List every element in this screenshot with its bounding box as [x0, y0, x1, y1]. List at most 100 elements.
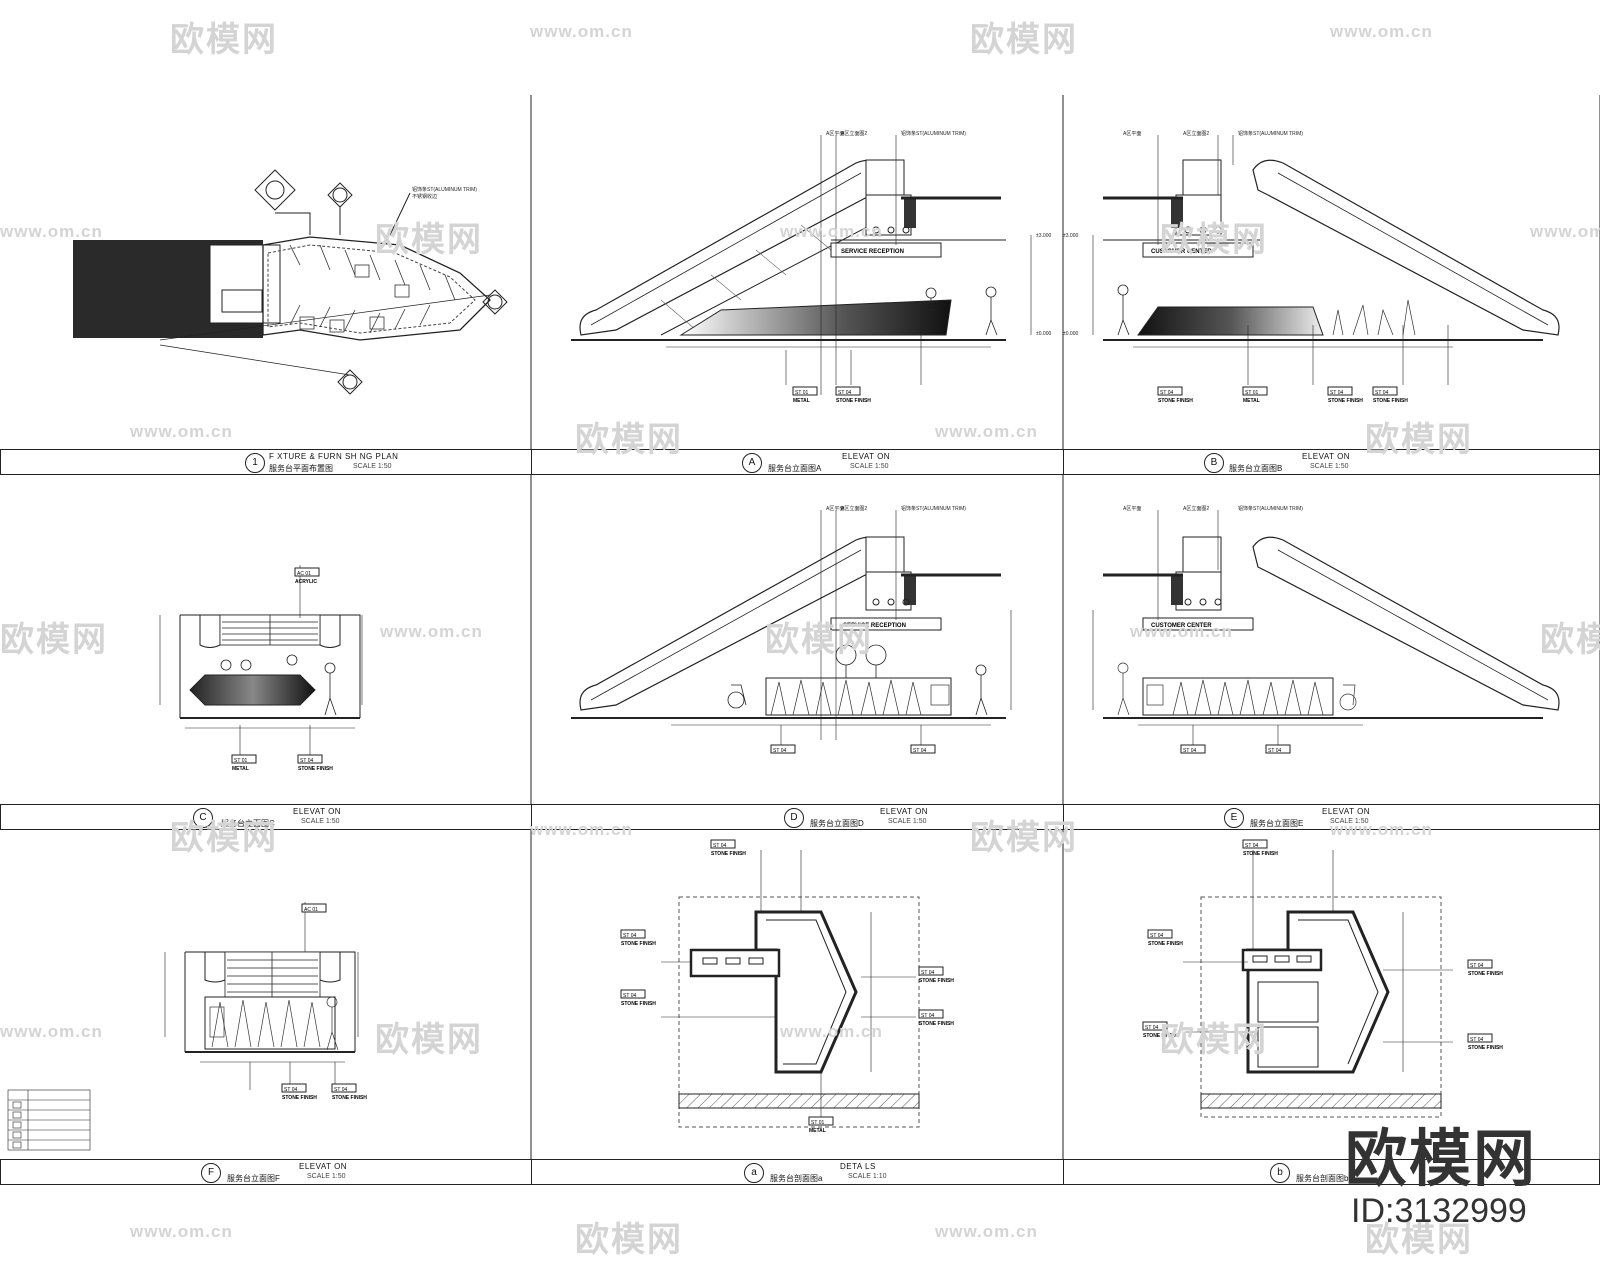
- title-bar-a: A ELEVAT ON 服务台立面图A SCALE 1:50: [531, 449, 1064, 475]
- floor-plan-drawing: 铝饰条ST(ALUMINUM TRIM) 不锈钢收边: [73, 169, 508, 395]
- drawing-mark: B: [1204, 453, 1224, 473]
- tag-name: STONE FINISH: [621, 1001, 656, 1007]
- tag-code: ST 04: [1160, 390, 1173, 396]
- tag-code: ST 04: [1268, 748, 1281, 754]
- svg-text:A区平面: A区平面: [1123, 506, 1141, 512]
- tag-stone-a: ST 04 STONE FINISH: [835, 386, 871, 404]
- tag-name: STONE FINISH: [1373, 398, 1408, 404]
- tag-stone-d2: ST 04: [910, 744, 936, 754]
- tag-name: STONE FINISH: [332, 1095, 367, 1101]
- detail-b-drawing: ST 04 STONE FINISH ST 04 STONE FINISH ST…: [1142, 839, 1503, 1118]
- legend-table: [7, 1089, 91, 1151]
- tag-name: STONE FINISH: [711, 851, 746, 857]
- tag-code: ST 04: [623, 933, 636, 939]
- tag-name: STONE FINISH: [919, 1021, 954, 1027]
- tag-name: STONE FINISH: [1328, 398, 1363, 404]
- svg-text:±0.000: ±0.000: [1063, 331, 1078, 337]
- drawing-scale: SCALE 1:50: [1330, 818, 1369, 825]
- tag-name: STONE FINISH: [919, 978, 954, 984]
- tag-name: METAL: [793, 398, 810, 404]
- elevation-e-drawing: CUSTOMER CENTER A区平面 A区立面图2 铝饰条ST(ALUMINUM…: [1092, 505, 1560, 754]
- tag-stone-da4: ST 04 STONE FINISH: [918, 966, 954, 984]
- svg-text:A区平面: A区平面: [826, 131, 844, 137]
- tag-code: ST 04: [1375, 390, 1388, 396]
- brand-name: 欧模网: [1345, 1125, 1538, 1194]
- tag-name: METAL: [1243, 398, 1260, 404]
- elevation-f-drawing: AC 01 ST 04 STONE FINISH ST 04 STONE FIN…: [7, 902, 367, 1151]
- drawing-subtitle: 服务台立面图D: [810, 819, 864, 828]
- tag-name: STONE FINISH: [836, 398, 871, 404]
- sign-reception-d: SERVICE RECEPTION: [843, 623, 906, 629]
- drawing-scale: SCALE 1:50: [307, 1173, 346, 1180]
- svg-text:A区平面: A区平面: [826, 506, 844, 512]
- drawing-title: ELEVAT ON: [880, 807, 929, 816]
- drawing-mark: E: [1224, 808, 1244, 828]
- tag-stone-f1: ST 04 STONE FINISH: [281, 1083, 317, 1101]
- svg-text:±3.000: ±3.000: [1036, 233, 1051, 239]
- tag-code: ST 04: [334, 1087, 347, 1093]
- drawing-mark: D: [784, 808, 804, 828]
- tag-code: ST 04: [838, 390, 851, 396]
- drawing-scale: SCALE 1:10: [848, 1173, 887, 1180]
- tag-code: ST 01: [811, 1120, 824, 1126]
- tag-code: ST 04: [1470, 963, 1483, 969]
- tag-name: STONE FINISH: [621, 941, 656, 947]
- tag-stone-db2: ST 04 STONE FINISH: [1147, 929, 1183, 947]
- drawing-mark: a: [744, 1163, 764, 1183]
- drawing-scale: SCALE 1:50: [1310, 463, 1349, 470]
- title-bar-plan: 1 F XTURE & FURN SH NG PLAN 服务台平面布置图 SCA…: [0, 449, 532, 475]
- tag-stone-e2: ST 04: [1265, 744, 1291, 754]
- drawing-title: F XTURE & FURN SH NG PLAN: [269, 452, 399, 461]
- tag-name: STONE FINISH: [1158, 398, 1193, 404]
- svg-text:A区立面图2: A区立面图2: [1183, 130, 1209, 137]
- drawing-subtitle: 服务台剖面图b: [1296, 1174, 1349, 1183]
- detail-a-drawing: ST 04 STONE FINISH ST 04 STONE FINISH ST…: [620, 839, 954, 1134]
- tag-acrylic-c: AC 01 ACRYLIC: [294, 567, 320, 585]
- tag-stone-b2: ST 04 STONE FINISH: [1327, 386, 1363, 404]
- svg-text:铝饰条ST(ALUMINUM TRIM): 铝饰条ST(ALUMINUM TRIM): [412, 186, 477, 193]
- svg-text:±0.000: ±0.000: [1036, 331, 1051, 337]
- drawing-title: ELEVAT ON: [293, 807, 342, 816]
- tag-name: STONE FINISH: [1468, 1045, 1503, 1051]
- tag-code: ST 04: [1470, 1037, 1483, 1043]
- svg-text:±3.000: ±3.000: [1063, 233, 1078, 239]
- svg-text:A区立面图2: A区立面图2: [841, 505, 867, 512]
- title-bar-e: E ELEVAT ON 服务台立面图E SCALE 1:50: [1063, 804, 1600, 830]
- sign-customer-e: CUSTOMER CENTER: [1151, 623, 1212, 629]
- tag-name: STONE FINISH: [1148, 941, 1183, 947]
- tag-metal-c: ST 01 METAL: [231, 754, 257, 772]
- tag-code: ST 01: [795, 390, 808, 396]
- tag-stone-da1: ST 04 STONE FINISH: [710, 839, 746, 857]
- tag-code: ST 04: [284, 1087, 297, 1093]
- tag-code: ST 04: [921, 1013, 934, 1019]
- drawing-subtitle: 服务台立面图B: [1229, 464, 1283, 473]
- drawing-subtitle: 服务台平面布置图: [269, 464, 333, 473]
- title-bar-c: C ELEVAT ON 服务台立面图C SCALE 1:50: [0, 804, 532, 830]
- tag-code: ST 04: [1183, 748, 1196, 754]
- tag-stone-db1: ST 04 STONE FINISH: [1242, 839, 1278, 857]
- tag-code: ST 04: [913, 748, 926, 754]
- tag-stone-da3: ST 04 STONE FINISH: [620, 989, 656, 1007]
- drawing-title: DETA LS: [840, 1162, 876, 1171]
- svg-text:A区立面图2: A区立面图2: [1183, 505, 1209, 512]
- title-bar-detail-b: b 服务台剖面图b: [1063, 1159, 1600, 1185]
- svg-text:铝饰条ST(ALUMINUM TRIM): 铝饰条ST(ALUMINUM TRIM): [901, 505, 966, 512]
- tag-name: STONE FINISH: [1243, 851, 1278, 857]
- tag-code: AC 01: [304, 907, 318, 913]
- tag-stone-db3: ST 04 STONE FINISH: [1142, 1021, 1178, 1039]
- tag-metal-da: ST 01 METAL: [808, 1116, 834, 1134]
- tag-code: ST 04: [1145, 1025, 1158, 1031]
- tag-code: ST 04: [623, 993, 636, 999]
- tag-code: AC 01: [297, 571, 311, 577]
- tag-stone-b1: ST 04 STONE FINISH: [1157, 386, 1193, 404]
- title-bar-f: F ELEVAT ON 服务台立面图F SCALE 1:50: [0, 1159, 532, 1185]
- tag-stone-f2: ST 04 STONE FINISH: [331, 1083, 367, 1101]
- tag-name: STONE FINISH: [1143, 1033, 1178, 1039]
- tag-stone-e1: ST 04: [1180, 744, 1206, 754]
- tag-name: STONE FINISH: [1468, 971, 1503, 977]
- tag-stone-db4: ST 04 STONE FINISH: [1467, 959, 1503, 977]
- svg-text:铝饰条ST(ALUMINUM TRIM): 铝饰条ST(ALUMINUM TRIM): [1238, 505, 1303, 512]
